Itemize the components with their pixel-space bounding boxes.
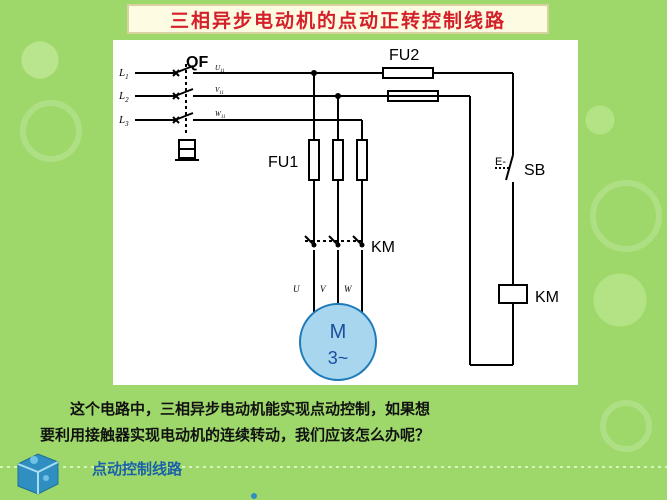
puzzle-cube-icon [17, 453, 59, 495]
title-banner: 三相异步电动机的点动正转控制线路 [127, 4, 549, 34]
label-km-coil: KM [535, 289, 559, 306]
km-contact-dot-u [311, 242, 317, 248]
breaker-out-w11: W11 [215, 110, 225, 120]
caption-line-2: 要利用接触器实现电动机的连续转动，我们应该怎么办呢？ [40, 426, 431, 444]
qf-x-3b [172, 116, 180, 124]
footer-dots [251, 493, 257, 499]
qf-x-1b [172, 69, 180, 77]
circuit-diagram: M 3~ L1 L2 L3 U11 V11 W11 U V W QF FU2 F… [118, 47, 559, 381]
footer-section-title: 点动控制线路 [92, 460, 183, 478]
label-fu2: FU2 [389, 47, 419, 64]
fuse-fu2-top [382, 67, 434, 79]
label-sb: SB [524, 162, 545, 179]
fuse-fu2-bottom [387, 90, 439, 102]
line-label-l2: L2 [118, 90, 129, 104]
fuse-fu1-v [332, 139, 344, 181]
junction-v11 [335, 93, 341, 99]
motor-m [299, 303, 377, 381]
breaker-out-u11: U11 [215, 64, 225, 74]
breaker-out-v11: V11 [215, 86, 224, 96]
line-label-l3: L3 [118, 114, 129, 128]
slide-title: 三相异步电动机的点动正转控制线路 [169, 9, 506, 32]
motor-term-w: W [344, 284, 353, 294]
label-km-main: KM [371, 239, 395, 256]
footer-rule [0, 466, 667, 468]
background-swirl-bottom [600, 400, 652, 452]
label-fu1: FU1 [268, 154, 298, 171]
motor-phase: 3~ [328, 348, 349, 368]
fuse-fu1-w [356, 139, 368, 181]
label-qf: QF [186, 54, 208, 71]
km-contact-dot-w [359, 242, 365, 248]
diagram-panel: M 3~ L1 L2 L3 U11 V11 W11 U V W QF FU2 F… [113, 40, 578, 385]
junction-u11 [311, 70, 317, 76]
caption-line-1: 这个电路中，三相异步电动机能实现点动控制，如果想 [70, 400, 431, 418]
qf-x-2b [172, 92, 180, 100]
motor-label: M [330, 321, 347, 343]
motor-term-v: V [320, 284, 327, 294]
motor-term-u: U [293, 284, 300, 294]
km-contact-dot-v [335, 242, 341, 248]
background-swirl-right [590, 180, 662, 252]
km-coil-box [498, 284, 528, 304]
fuse-fu1-u [308, 139, 320, 181]
background-swirl-left [20, 100, 82, 162]
sb-contact [505, 154, 514, 181]
line-label-l1: L1 [118, 67, 129, 81]
label-sb-mark: E- [495, 156, 506, 168]
